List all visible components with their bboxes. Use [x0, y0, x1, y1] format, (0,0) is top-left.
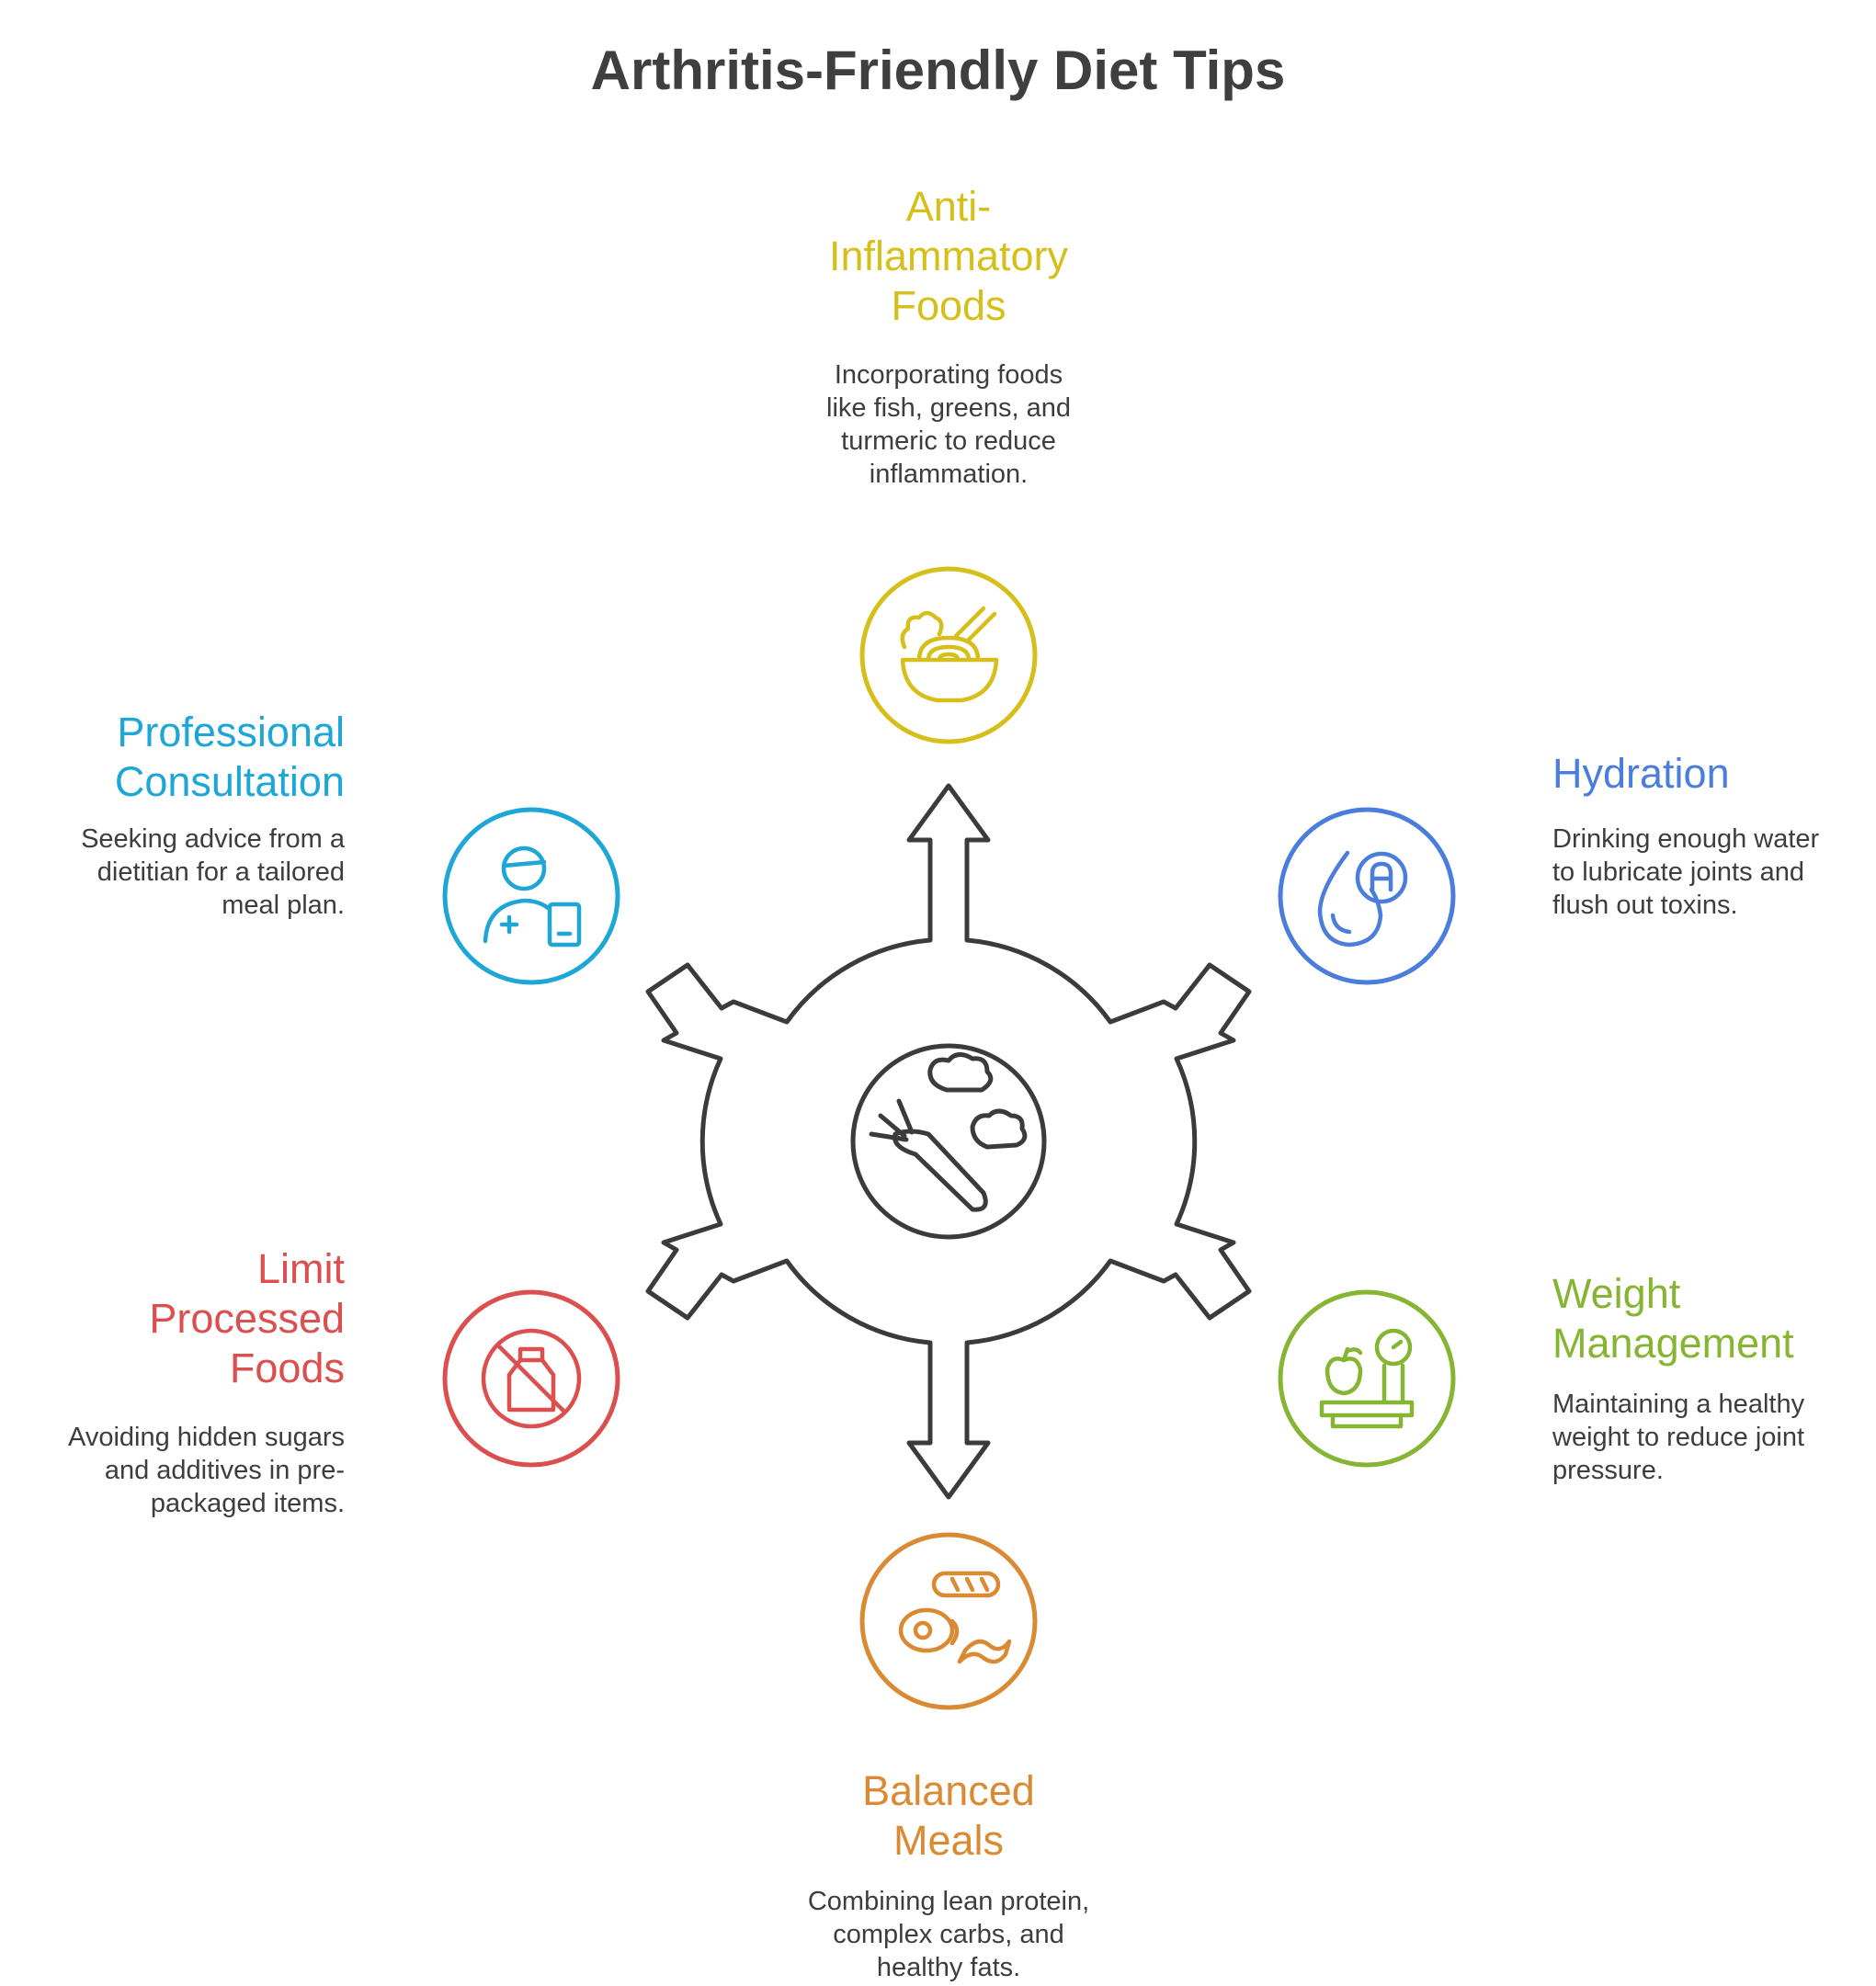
- processed-description: Avoiding hidden sugars and additives in …: [68, 1423, 345, 1518]
- page-title: Arthritis-Friendly Diet Tips: [590, 40, 1286, 101]
- balanced-circle: [859, 1532, 1038, 1710]
- hub-with-arrows: [645, 783, 1252, 1500]
- hub-inner-circle: [850, 1043, 1047, 1240]
- anti-inflammatory-description: Incorporating foods like fish, greens, a…: [826, 360, 1071, 489]
- water-drop-vitamin-icon: [1317, 850, 1408, 948]
- scale-apple-icon: [1319, 1328, 1415, 1429]
- balanced-description: Combining lean protein, complex carbs, a…: [807, 1887, 1090, 1982]
- weight-circle: [1278, 1289, 1456, 1468]
- anti-inflammatory-circle: [859, 566, 1038, 744]
- doctor-tablet-icon: [483, 845, 582, 948]
- processed-heading: Limit Processed Foods: [149, 1245, 345, 1391]
- hydration-heading: Hydration: [1552, 750, 1730, 797]
- hydration-description: Drinking enough water to lubricate joint…: [1552, 824, 1820, 920]
- noodle-bowl-icon: [900, 606, 999, 703]
- processed-circle: [442, 1289, 620, 1468]
- meat-bread-bacon-icon: [898, 1571, 1012, 1664]
- vegetables-plate-icon: [869, 1052, 1028, 1212]
- professional-circle: [442, 807, 620, 985]
- weight-description: Maintaining a healthy weight to reduce j…: [1552, 1390, 1805, 1485]
- anti-inflammatory-heading: Anti- Inflammatory Foods: [828, 183, 1069, 329]
- weight-heading: Weight Management: [1552, 1270, 1794, 1367]
- professional-description: Seeking advice from a dietitian for a ta…: [81, 824, 345, 920]
- hydration-circle: [1278, 807, 1456, 985]
- no-packaged-food-icon: [481, 1328, 582, 1429]
- balanced-heading: Balanced Meals: [862, 1767, 1035, 1864]
- professional-heading: Professional Consultation: [114, 709, 345, 805]
